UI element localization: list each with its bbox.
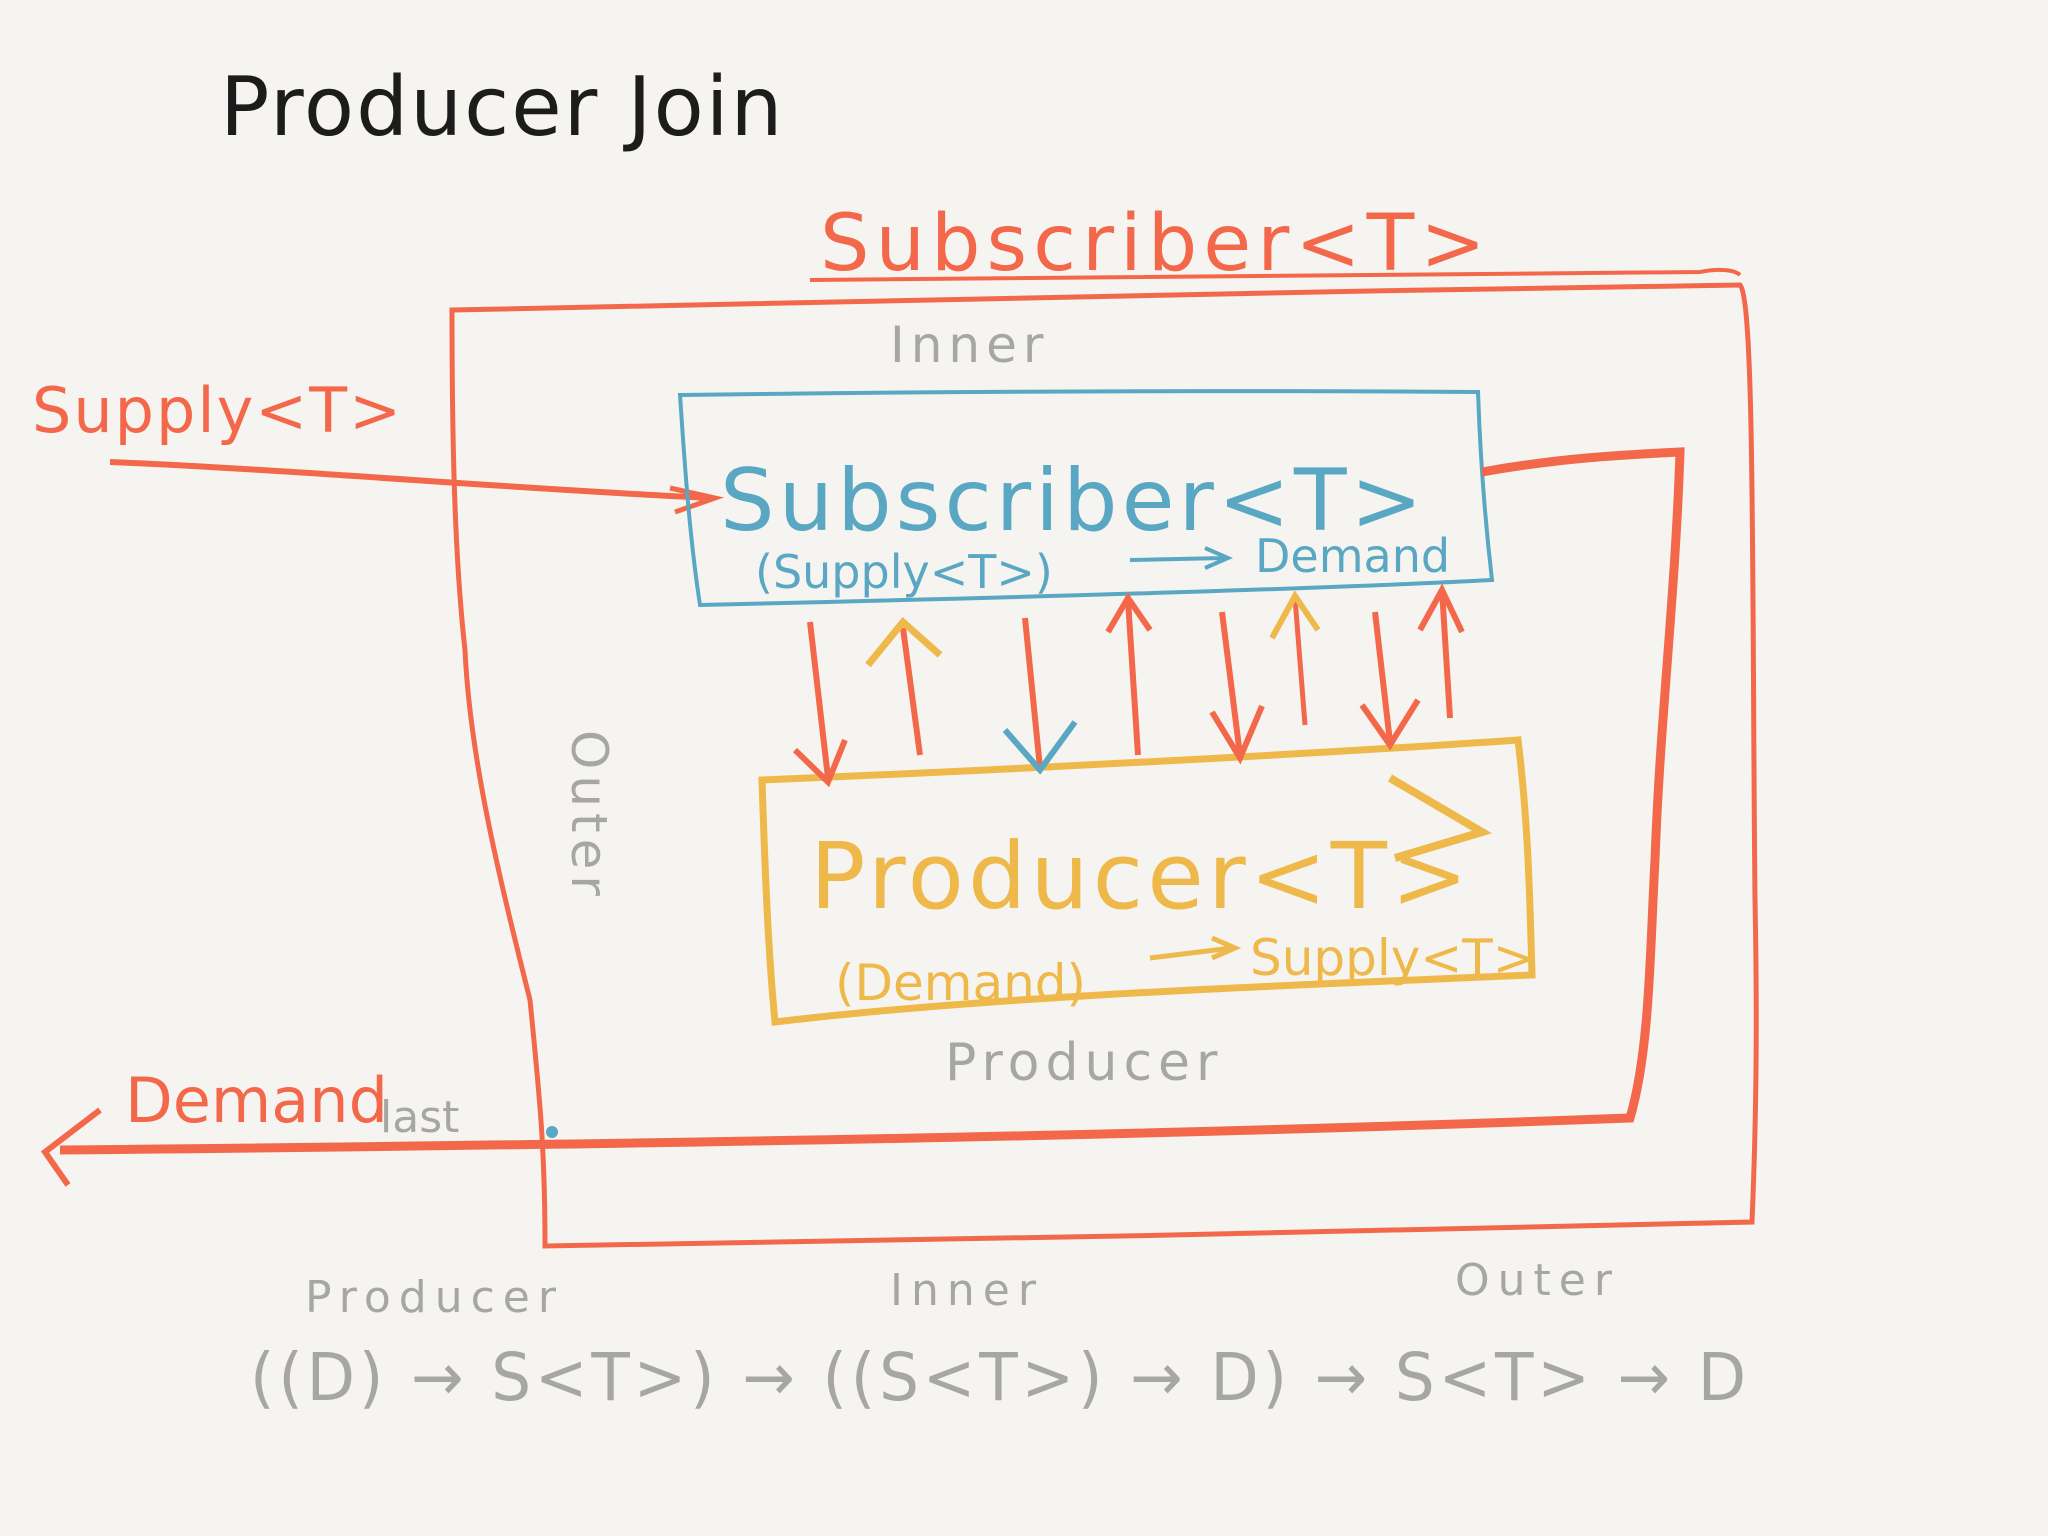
arrowhead-down-icon <box>792 738 848 788</box>
supply-arrow-down-4 <box>1372 611 1393 743</box>
arrowhead-up-icon <box>1105 592 1153 634</box>
outer-label: Outer <box>560 730 618 902</box>
arrowhead-up-icon <box>1269 590 1321 640</box>
supply-arrow-down-2 <box>1022 617 1043 769</box>
demand-output-label: Demand <box>125 1064 388 1137</box>
producer-sig-out: Supply<T> <box>1250 929 1535 987</box>
producer-arrow-icon <box>1149 935 1242 961</box>
supply-arrow-down-1 <box>807 621 831 779</box>
arrowhead-up-icon <box>865 616 943 668</box>
supply-input-line <box>109 459 711 501</box>
type-signature-expression: ((D) → S<T>) → ((S<T>) → D) → S<T> → D <box>250 1339 1750 1416</box>
type-label-producer: Producer <box>305 1272 564 1323</box>
type-label-inner: Inner <box>890 1265 1044 1316</box>
inner-subscriber-name: Subscriber<T> <box>720 451 1427 551</box>
inner-subscriber-sig-in: (Supply<T>) <box>755 545 1053 599</box>
demand-arrow-up-3 <box>1292 597 1308 726</box>
demand-arrow-up-4 <box>1439 589 1453 719</box>
outer-subscriber-underline <box>809 267 1742 282</box>
producer-box-label: Producer <box>945 1033 1223 1093</box>
demand-arrow-up-1 <box>900 627 923 756</box>
inner-subscriber-sig-out: Demand <box>1255 529 1450 583</box>
junction-dot <box>546 1126 558 1138</box>
demand-last-label: last <box>380 1092 459 1143</box>
producer-name: Producer<T> <box>810 823 1472 930</box>
producer-sig-in: (Demand) <box>835 954 1086 1012</box>
demand-arrow-up-2 <box>1125 599 1141 756</box>
flow-arrows <box>792 583 1465 788</box>
supply-arrow-down-3 <box>1219 611 1243 756</box>
inner-subscriber-arrow-icon <box>1129 546 1234 570</box>
arrowhead-up-icon <box>1417 583 1465 634</box>
producer-chevron-icon <box>1387 774 1492 862</box>
demand-arrowhead-icon <box>40 1107 102 1187</box>
demand-feedback-line <box>59 447 1685 1155</box>
producer-box <box>758 736 1536 1026</box>
arrowhead-down-icon <box>1002 720 1078 775</box>
outer-subscriber-box <box>449 282 1759 1249</box>
arrowhead-down-icon <box>1359 698 1421 751</box>
inner-subscriber-box <box>677 389 1495 608</box>
supply-input-label: Supply<T> <box>32 374 403 447</box>
type-label-outer: Outer <box>1455 1255 1620 1306</box>
diagram-title: Producer Join <box>220 60 785 155</box>
arrowhead-down-icon <box>1209 704 1265 765</box>
inner-label: Inner <box>890 316 1049 374</box>
